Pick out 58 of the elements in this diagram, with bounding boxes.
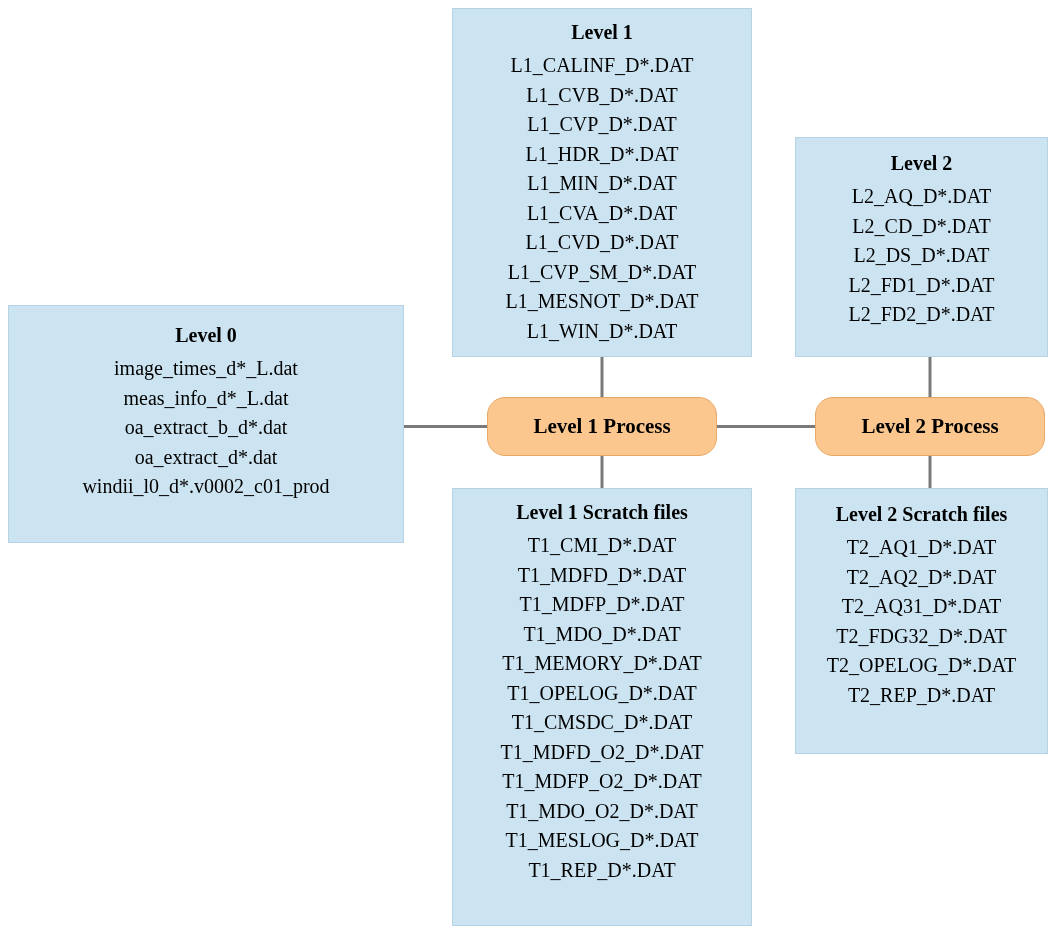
connector-line <box>404 425 487 428</box>
file-name: T2_REP_D*.DAT <box>847 682 996 708</box>
process-node <box>815 397 1045 456</box>
file-name: L2_DS_D*.DAT <box>853 243 990 268</box>
process-node <box>487 397 717 456</box>
group-heading: Level 2 Scratch files <box>835 502 1008 527</box>
file-name: T1_MDO_O2_D*.DAT <box>506 798 698 824</box>
file-name: T1_CMSDC_D*.DAT <box>511 710 693 735</box>
file-group-box <box>795 488 1048 754</box>
connector-line <box>600 456 604 488</box>
file-name: L1_CVB_D*.DAT <box>526 82 678 108</box>
file-group-box <box>8 305 404 543</box>
group-heading: Level 2 <box>890 151 953 176</box>
connector-line <box>600 357 604 397</box>
group-heading: Level 1 Scratch files <box>516 500 688 525</box>
file-name: T2_AQ2_D*.DAT <box>846 564 997 590</box>
file-name: L1_CVP_D*.DAT <box>527 112 677 137</box>
file-name: windii_l0_d*.v0002_c01_prod <box>82 474 330 500</box>
file-name: L1_MIN_D*.DAT <box>527 171 677 196</box>
file-name: L2_AQ_D*.DAT <box>851 184 992 209</box>
file-name: L1_CVD_D*.DAT <box>525 230 679 255</box>
file-name: L1_MESNOT_D*.DAT <box>505 289 699 314</box>
process-label: Level 1 Process <box>533 412 671 440</box>
file-name: L1_CALINF_D*.DAT <box>510 53 694 78</box>
file-name: image_times_d*_L.dat <box>114 356 298 382</box>
file-name: L1_CVA_D*.DAT <box>526 200 678 226</box>
file-name: T1_MDFP_O2_D*.DAT <box>502 769 702 794</box>
file-name: T1_REP_D*.DAT <box>528 857 676 883</box>
file-name: T1_MDFD_D*.DAT <box>517 562 687 588</box>
file-name: oa_extract_b_d*.dat <box>124 415 288 440</box>
file-name: L1_HDR_D*.DAT <box>525 141 679 167</box>
file-name: T1_OPELOG_D*.DAT <box>507 680 697 706</box>
file-name: T1_MESLOG_D*.DAT <box>505 828 699 853</box>
file-name: L2_FD1_D*.DAT <box>848 272 995 298</box>
group-heading: Level 1 <box>571 20 633 45</box>
process-label: Level 2 Process <box>861 412 999 440</box>
file-name: T1_CMI_D*.DAT <box>527 533 677 558</box>
file-name: meas_info_d*_L.dat <box>123 385 289 411</box>
file-group-box <box>452 488 752 926</box>
file-name: T2_OPELOG_D*.DAT <box>826 653 1017 678</box>
file-name: T1_MDFP_D*.DAT <box>519 592 685 617</box>
file-group-box <box>452 8 752 357</box>
file-name: T2_AQ1_D*.DAT <box>846 535 997 560</box>
connector-line <box>928 456 932 488</box>
file-name: L2_CD_D*.DAT <box>852 213 991 239</box>
connector-line <box>928 357 932 397</box>
file-name: T2_FDG32_D*.DAT <box>836 623 1007 649</box>
file-group-box <box>795 137 1048 357</box>
file-name: T1_MDO_D*.DAT <box>523 621 681 647</box>
file-name: L1_WIN_D*.DAT <box>526 318 678 344</box>
file-name: T2_AQ31_D*.DAT <box>841 594 1002 619</box>
connector-line <box>717 425 815 428</box>
file-name: L2_FD2_D*.DAT <box>848 302 995 327</box>
file-name: oa_extract_d*.dat <box>134 444 278 470</box>
file-name: T1_MEMORY_D*.DAT <box>502 651 702 676</box>
file-name: L1_CVP_SM_D*.DAT <box>507 259 697 285</box>
group-heading: Level 0 <box>175 323 237 348</box>
file-name: T1_MDFD_O2_D*.DAT <box>500 739 704 765</box>
